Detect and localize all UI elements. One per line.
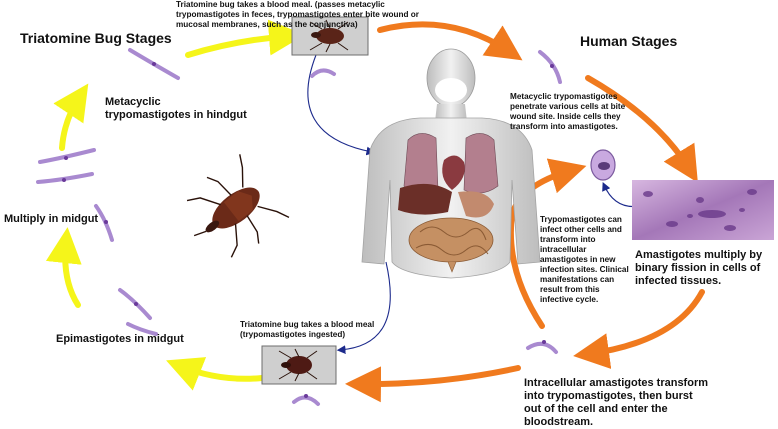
trypomastigote-icon	[128, 48, 180, 80]
trypomastigote-icon	[118, 288, 152, 320]
trypomastigote-icon	[126, 322, 158, 336]
kissing-bug-icon	[186, 154, 290, 258]
arrow-bug-to-epimastigotes	[166, 357, 265, 391]
intracellular-transform-label: Intracellular amastigotes transform into…	[524, 377, 709, 428]
trypomastigote-icon	[526, 341, 558, 354]
trypomastigote-icon	[310, 68, 336, 78]
penetrate-label: Metacyclic trypomastigotes penetrate var…	[510, 92, 626, 131]
bug-cycle-arrows	[45, 19, 305, 391]
arrow-epimastigotes-to-multiply	[45, 227, 82, 308]
epimastigotes-label: Epimastigotes in midgut	[56, 333, 184, 345]
trypomastigote-icon	[292, 395, 320, 406]
bug-photo-top	[291, 16, 369, 56]
blood-meal-bottom-label: Triatomine bug takes a blood meal (trypo…	[240, 320, 375, 339]
arrow-reinfection-cycle	[507, 158, 587, 329]
multiply-midgut-label: Multiply in midgut	[4, 213, 99, 225]
arrow-metacyclic-to-bug	[185, 19, 305, 58]
arrow-multiply-to-metacyclic	[53, 83, 89, 151]
kissing-bug-icon	[278, 348, 318, 382]
arrow-penetrate-to-tissue	[585, 75, 698, 183]
trypo-reinfection-label: Trypomastigotes can infect other cells a…	[540, 215, 629, 304]
trypomastigote-icon	[538, 50, 562, 84]
trypomastigote-icon	[38, 148, 96, 164]
amastigote-cell-icon	[590, 149, 616, 181]
arrow-tissue-to-intracellular	[573, 289, 705, 369]
arrow-intracellular-to-bug	[345, 365, 521, 403]
tissue-micrograph-icon	[632, 180, 774, 240]
arrow-body-to-bug-bottom	[336, 261, 391, 354]
arrow-bite-to-body	[307, 54, 376, 156]
human-cycle-arrows	[345, 21, 705, 403]
human-stages-heading: Human Stages	[580, 33, 678, 49]
trypomastigote-icon	[94, 204, 114, 242]
parasite-nuclei	[62, 62, 554, 398]
arrow-blood-meal-to-penetrate	[377, 21, 523, 61]
bug-stages-heading: Triatomine Bug Stages	[20, 30, 172, 46]
bug-photo-bottom	[261, 345, 337, 385]
human-body-icon	[361, 48, 541, 279]
amastigotes-multiply-label: Amastigotes multiply by binary fission i…	[635, 249, 763, 287]
metacyclic-hindgut-label: Metacyclic trypomastigotes in hindgut	[105, 96, 247, 121]
kissing-bug-icon	[309, 19, 349, 53]
blood-meal-top-label: Triatomine bug takes a blood meal. (pass…	[176, 0, 419, 29]
